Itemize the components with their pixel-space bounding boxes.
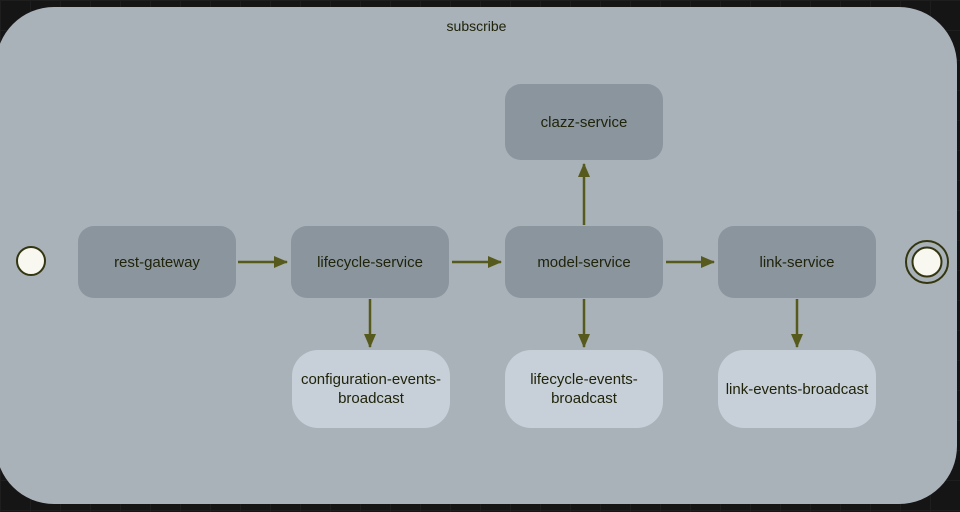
end-state-outer-ring[interactable]	[905, 240, 949, 284]
node-configuration-events-broadcast[interactable]: configuration-events-broadcast	[292, 350, 450, 428]
container-label: subscribe	[446, 18, 507, 34]
node-label: lifecycle-events-broadcast	[530, 371, 638, 407]
node-label: rest-gateway	[114, 253, 200, 271]
node-label: model-service	[537, 253, 631, 271]
node-link-service[interactable]: link-service	[718, 226, 876, 298]
node-clazz-service[interactable]: clazz-service	[505, 84, 663, 160]
node-model-service[interactable]: model-service	[505, 226, 663, 298]
node-lifecycle-events-broadcast[interactable]: lifecycle-events-broadcast	[505, 350, 663, 428]
node-link-events-broadcast[interactable]: link-events-broadcast	[718, 350, 876, 428]
node-label: link-service	[759, 253, 835, 271]
node-rest-gateway[interactable]: rest-gateway	[78, 226, 236, 298]
node-label: link-events-broadcast	[725, 380, 869, 398]
node-label: configuration-events-broadcast	[300, 371, 442, 407]
node-label: lifecycle-service	[317, 253, 423, 271]
node-lifecycle-service[interactable]: lifecycle-service	[291, 226, 449, 298]
node-label: clazz-service	[540, 113, 628, 131]
